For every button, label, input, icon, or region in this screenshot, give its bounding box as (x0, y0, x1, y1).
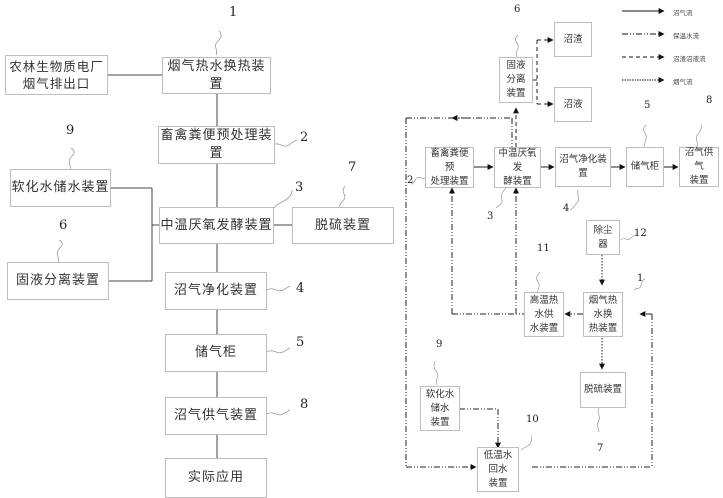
rlabel-5: 5 (644, 100, 651, 111)
rlabel-8: 8 (706, 95, 713, 106)
legend-label-biogas: 沼气流 (673, 9, 693, 17)
rlabel-1: 1 (637, 273, 644, 284)
box-desulfurization: 脱硫装置 (292, 207, 394, 244)
label-1: 1 (229, 5, 238, 20)
label-2: 2 (300, 130, 309, 145)
rlabel-3: 3 (487, 211, 494, 222)
rbox-solid-liquid: 固液分离 装置 (499, 57, 533, 103)
rlabel-12: 12 (634, 228, 647, 239)
rlabel-7: 7 (597, 443, 604, 454)
rbox-gas-supply: 沼气供气 装置 (679, 147, 719, 187)
rbox-heat-exchanger: 烟气热水换 热装置 (583, 292, 623, 337)
box-heat-exchanger: 烟气热水换热装置 (162, 57, 271, 94)
rbox-dust-remover: 除尘器 (586, 220, 620, 255)
rbox-desulfurization: 脱硫装置 (580, 372, 626, 408)
rbox-softened-water: 软化水储水 装置 (420, 386, 460, 431)
rlabel-9: 9 (436, 339, 443, 350)
box-gas-supply: 沼气供气装置 (165, 397, 267, 435)
box-fermentation: 中温厌氧发酵装置 (159, 207, 274, 244)
rlabel-6: 6 (514, 4, 521, 15)
label-3: 3 (295, 180, 304, 195)
label-5: 5 (296, 335, 305, 350)
rlabel-4: 4 (563, 203, 570, 214)
rbox-gas-holder: 储气柜 (626, 147, 664, 187)
box-solid-liquid: 固液分离装置 (7, 262, 109, 300)
rbox-pretreatment: 畜禽粪便预 处理装置 (425, 147, 474, 188)
rlabel-10: 10 (526, 414, 539, 425)
rbox-low-temp-return: 低温水回水 装置 (477, 447, 519, 492)
rbox-residue: 沼渣 (554, 22, 592, 57)
label-8: 8 (300, 397, 309, 412)
box-flue-exit: 农林生物质电厂 烟气排出口 (5, 55, 108, 95)
label-6: 6 (59, 218, 68, 233)
box-gas-holder: 储气柜 (165, 334, 267, 372)
rbox-fermentation: 中温厌氧发 酵装置 (494, 147, 541, 188)
legend-label-water: 保温水流 (673, 32, 699, 40)
box-softened-water: 软化水储水装置 (10, 169, 111, 207)
rlabel-2: 2 (407, 175, 414, 186)
label-9: 9 (66, 123, 75, 138)
rbox-slurry: 沼液 (554, 87, 592, 122)
label-7: 7 (348, 160, 357, 175)
label-4: 4 (296, 281, 305, 296)
rbox-purification: 沼气净化装置 (555, 147, 611, 187)
box-application: 实际应用 (165, 458, 267, 498)
rlabel-11: 11 (537, 243, 550, 254)
box-pretreatment: 畜禽粪便预处理装置 (158, 126, 275, 164)
legend-label-flue: 烟气流 (673, 78, 693, 86)
box-purification: 沼气净化装置 (165, 272, 267, 310)
legend-label-residue: 沼渣沼液流 (673, 55, 706, 63)
rbox-hot-water-supply: 高温热水供 水装置 (524, 292, 564, 337)
